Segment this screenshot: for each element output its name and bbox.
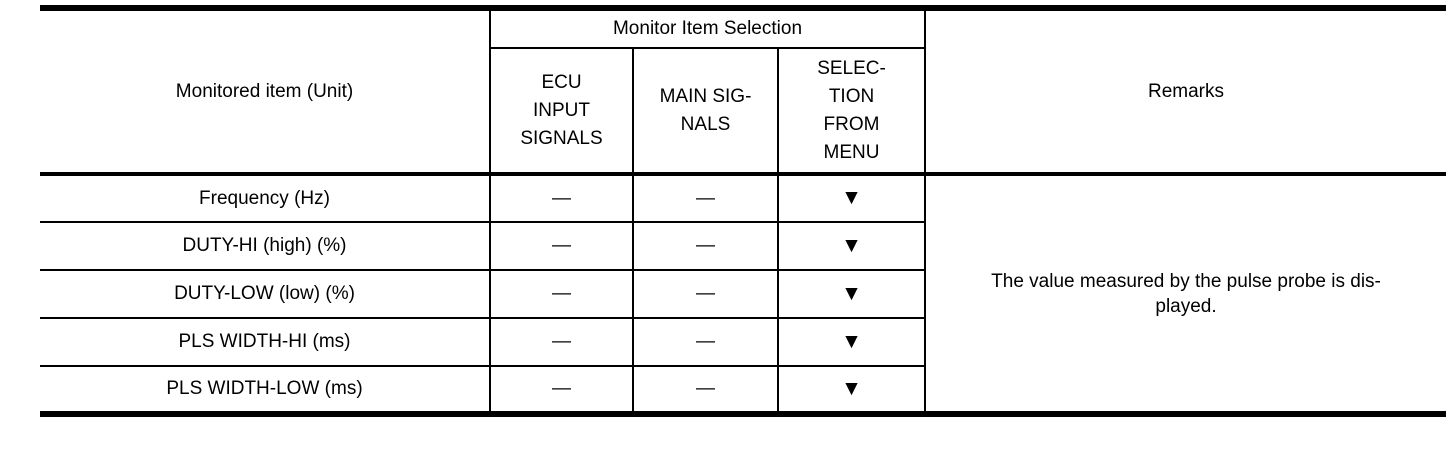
main-signals-cell: — [632, 221, 779, 271]
selection-from-menu-cell: ▼ [776, 317, 927, 367]
dash-mark: — [552, 331, 571, 352]
main-signals-cell: — [632, 172, 779, 223]
selection-from-menu-cell: ▼ [776, 221, 927, 271]
monitored-item-cell: DUTY-HI (high) (%) [40, 221, 491, 271]
header-selection-from-menu: SELEC- TION FROM MENU [776, 47, 927, 175]
table-row: PLS WIDTH-LOW (ms) — — ▼ [40, 365, 1446, 415]
ecu-input-signals-cell: — [489, 269, 634, 319]
table-row: PLS WIDTH-HI (ms) — — ▼ [40, 317, 1446, 367]
selection-from-menu-cell: ▼ [776, 172, 927, 223]
monitored-item-cell: PLS WIDTH-HI (ms) [40, 317, 491, 367]
ecu-input-signals-cell: — [489, 365, 634, 415]
table-row: DUTY-HI (high) (%) — — ▼ [40, 221, 1446, 271]
selection-from-menu-cell: ▼ [776, 365, 927, 415]
main-signals-cell: — [632, 269, 779, 319]
monitored-item-cell: PLS WIDTH-LOW (ms) [40, 365, 491, 415]
monitored-item-cell: Frequency (Hz) [40, 172, 491, 223]
header-remarks: Remarks [924, 7, 1447, 175]
triangle-down-icon: ▼ [841, 233, 862, 257]
dash-mark: — [552, 283, 571, 304]
main-signals-cell: — [632, 365, 779, 415]
dash-mark: — [696, 283, 715, 304]
selection-from-menu-cell: ▼ [776, 269, 927, 319]
triangle-down-icon: ▼ [841, 281, 862, 305]
header-main-signals: MAIN SIG- NALS [632, 47, 779, 175]
header-monitor-item-selection: Monitor Item Selection [488, 7, 927, 49]
triangle-down-icon: ▼ [841, 186, 862, 209]
triangle-down-icon: ▼ [841, 376, 862, 400]
remarks-cell: The value measured by the pulse probe is… [924, 172, 1447, 415]
triangle-down-icon: ▼ [841, 329, 862, 353]
dash-mark: — [696, 187, 715, 209]
dash-mark: — [552, 378, 571, 399]
monitored-item-cell: DUTY-LOW (low) (%) [40, 269, 491, 319]
main-signals-cell: — [632, 317, 779, 367]
header-ecu-input-signals: ECU INPUT SIGNALS [489, 47, 634, 175]
dash-mark: — [696, 235, 715, 256]
dash-mark: — [696, 378, 715, 399]
table-row: Frequency (Hz) — — ▼ The value measured … [40, 172, 1447, 415]
table-row: DUTY-LOW (low) (%) — — ▼ [40, 269, 1446, 319]
dash-mark: — [552, 187, 571, 209]
header-monitored-item: Monitored item (Unit) [40, 7, 491, 175]
ecu-input-signals-cell: — [489, 317, 634, 367]
ecu-input-signals-cell: — [489, 221, 634, 271]
manual-page: Monitored item (Unit) Monitor Item Selec… [0, 5, 1456, 466]
monitor-item-selection-table: Monitored item (Unit) Monitor Item Selec… [40, 5, 1447, 417]
ecu-input-signals-cell: — [489, 172, 634, 223]
dash-mark: — [552, 235, 571, 256]
dash-mark: — [696, 331, 715, 352]
